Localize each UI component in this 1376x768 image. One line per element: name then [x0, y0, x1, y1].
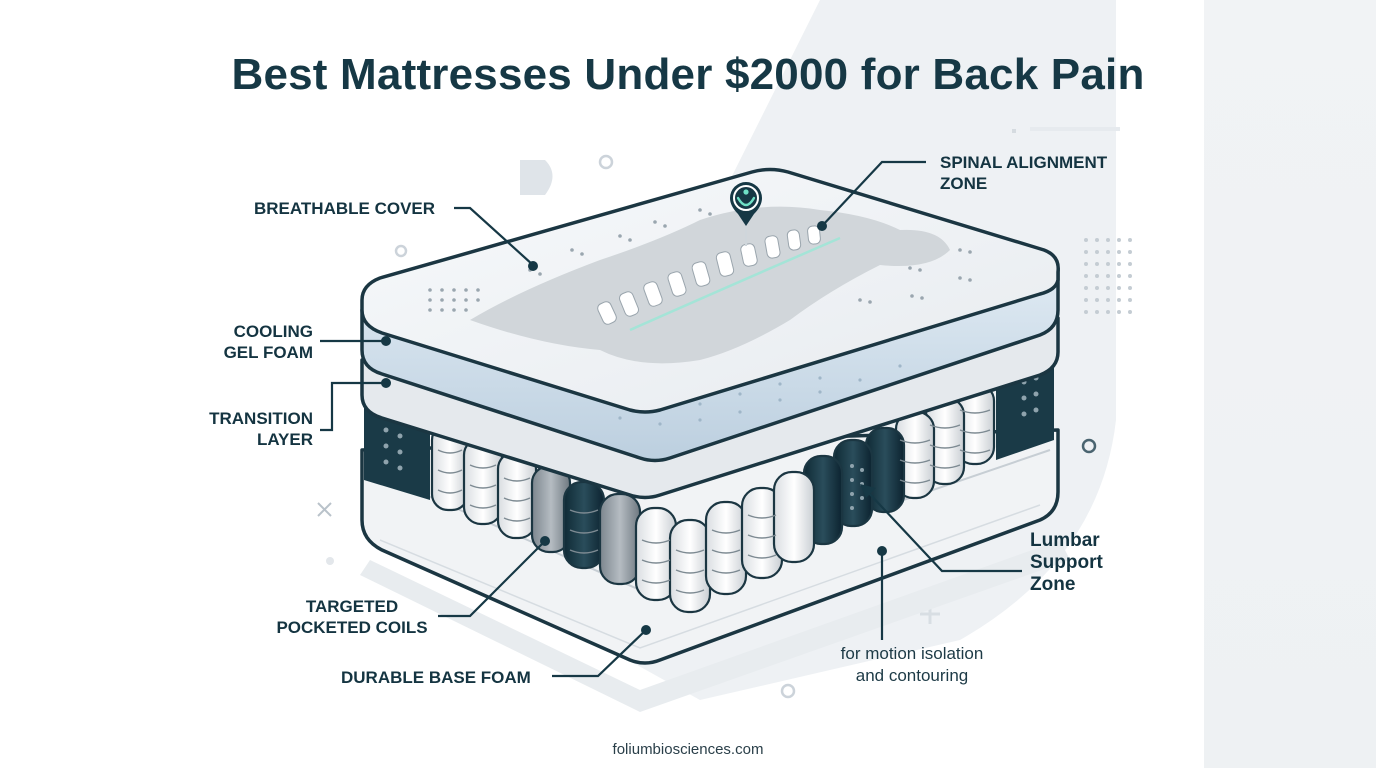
leader-breathable-cover — [454, 206, 534, 266]
label-spinal-line2: ZONE — [940, 174, 988, 193]
motion-isolation-note: for motion isolation and contouring — [812, 643, 1012, 687]
body-impression — [470, 206, 950, 364]
leader-spinal — [821, 160, 926, 227]
label-lumbar-support-zone: Lumbar Support Zone — [1030, 530, 1103, 596]
page-title: Best Mattresses Under $2000 for Back Pai… — [231, 50, 1145, 99]
label-cooling-gel-foam-line2: GEL FOAM — [223, 343, 313, 362]
base-shadow — [360, 540, 1070, 712]
spine-vertebrae — [597, 225, 821, 325]
coil-row-back — [430, 382, 996, 554]
label-spinal-alignment-zone: SPINAL ALIGNMENT ZONE — [940, 152, 1107, 194]
label-lumbar-line2: Support — [1030, 552, 1103, 573]
label-spinal-line1: SPINAL ALIGNMENT — [940, 153, 1108, 172]
label-cooling-gel-foam: COOLING GEL FOAM — [190, 321, 313, 363]
label-cooling-gel-foam-line1: COOLING — [233, 322, 313, 341]
label-transition-layer: TRANSITION LAYER — [190, 408, 313, 450]
person-pin-icon — [730, 182, 762, 246]
leader-coils — [438, 540, 546, 618]
label-durable-base-foam: DURABLE BASE FOAM — [341, 668, 531, 687]
label-targeted-pocketed-coils: TARGETED POCKETED COILS — [272, 596, 432, 638]
coil-row-front — [562, 470, 816, 614]
label-coils-line2: POCKETED COILS — [276, 618, 428, 637]
label-coils-line1: TARGETED — [305, 597, 399, 616]
leader-transition — [320, 381, 386, 432]
leader-lumbar — [865, 489, 1022, 573]
label-transition-layer-line2: LAYER — [256, 430, 313, 449]
leader-base-foam — [552, 629, 647, 678]
right-background-panel — [1204, 0, 1376, 768]
motion-note-line2: and contouring — [855, 666, 969, 685]
label-lumbar-line3: Zone — [1030, 574, 1076, 595]
label-lumbar-line1: Lumbar — [1030, 530, 1100, 551]
footer-source: foliumbiosciences.com — [612, 741, 764, 758]
motion-note-line1: for motion isolation — [840, 644, 984, 663]
label-breathable-cover: BREATHABLE COVER — [254, 199, 436, 218]
label-transition-layer-line1: TRANSITION — [209, 409, 313, 428]
